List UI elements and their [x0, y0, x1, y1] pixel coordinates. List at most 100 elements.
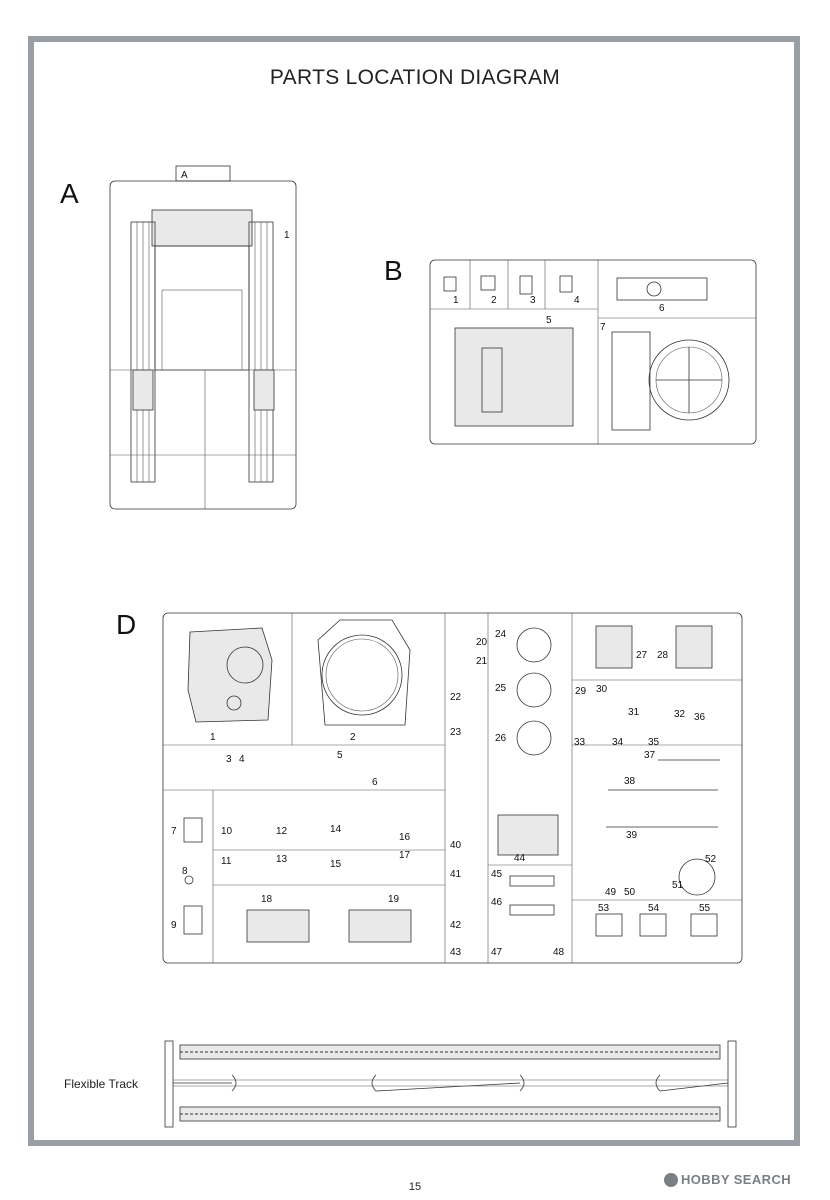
sprue-d-part-29: 29	[575, 686, 587, 697]
sprue-d-part-35: 35	[648, 737, 660, 748]
sprue-d-part-47: 47	[491, 947, 503, 958]
sprue-a-letter: A	[60, 178, 79, 209]
sprue-d-part-1: 1	[210, 732, 216, 743]
sprue-a: A 1	[109, 165, 297, 510]
sprue-d-part-28: 28	[657, 650, 669, 661]
sprue-d-part-8: 8	[182, 866, 188, 877]
sprue-a-floor-panel	[161, 289, 243, 371]
sprue-a-small-part-left	[132, 369, 154, 411]
sprue-d-part-54: 54	[648, 903, 660, 914]
sprue-b-part-3: 3	[530, 295, 536, 306]
sprue-d-part-42: 42	[450, 920, 462, 931]
sprue-b-part-5: 5	[546, 315, 552, 326]
sprue-a-small-part-right	[253, 369, 275, 411]
sprue-d-part-49: 49	[605, 887, 617, 898]
sprue-d-part-33: 33	[574, 737, 586, 748]
sprue-d-part-13: 13	[276, 854, 288, 865]
sprue-d-ring-25	[516, 672, 552, 708]
sprue-d-part-55: 55	[699, 903, 711, 914]
sprue-b-part-7: 7	[600, 322, 606, 333]
sprue-d-part-40: 40	[450, 840, 462, 851]
sprue-d-part-21: 21	[476, 656, 488, 667]
flexible-track-label: Flexible Track	[64, 1077, 139, 1091]
sprue-d-part-19-shape	[348, 909, 412, 943]
sprue-d: 1 2 3 4 5 6 7 8 9 10 11 12 13 14 15 16 1…	[162, 612, 743, 964]
sprue-d-part-36: 36	[694, 712, 706, 723]
watermark-text: HOBBY SEARCH	[681, 1172, 792, 1187]
sprue-d-ring-24	[516, 627, 552, 663]
sprue-d-part-45: 45	[491, 869, 503, 880]
sprue-b-part-7-shape	[611, 331, 651, 431]
sprue-d-part-16: 16	[399, 832, 411, 843]
sprue-d-part-44: 44	[514, 853, 526, 864]
sprue-d-part-26: 26	[495, 733, 507, 744]
sprue-d-part-27: 27	[636, 650, 648, 661]
sprue-d-part-44-shape	[497, 814, 559, 856]
sprue-b-part-3-shape	[519, 275, 533, 295]
sprue-d-letter: D	[116, 609, 137, 640]
sprue-d-part-3: 3	[226, 754, 232, 765]
sprue-d-frame	[162, 612, 743, 964]
page-title: PARTS LOCATION DIAGRAM	[269, 66, 561, 89]
sprue-d-part-34: 34	[612, 737, 624, 748]
sprue-d-part-30: 30	[596, 684, 608, 695]
sprue-d-part-14: 14	[330, 824, 342, 835]
sprue-a-tab-label: A	[181, 170, 188, 181]
sprue-d-part-11: 11	[221, 856, 232, 867]
sprue-b: 1 2 3 4 5 6 7	[429, 259, 757, 445]
sprue-d-part-17: 17	[399, 850, 411, 861]
sprue-b-part-6: 6	[659, 303, 665, 314]
sprue-d-part-9: 9	[171, 920, 177, 931]
watermark-logo: HOBBY SEARCH	[664, 1172, 791, 1187]
sprue-b-part-6-shape	[616, 277, 708, 301]
sprue-b-part-2: 2	[491, 295, 497, 306]
sprue-d-part-41: 41	[450, 869, 462, 880]
sprue-b-hatch-circle	[648, 339, 730, 421]
sprue-d-ring-26	[516, 720, 552, 756]
sprue-b-part-2-shape	[480, 275, 496, 291]
sprue-d-part-28-shape	[675, 625, 713, 669]
sprue-b-part-1: 1	[453, 295, 459, 306]
track-right-gate	[727, 1040, 737, 1128]
sprue-d-part-2: 2	[350, 732, 356, 743]
sprue-d-part-19: 19	[388, 894, 400, 905]
sprue-d-part-50: 50	[624, 887, 636, 898]
sprue-d-part-25: 25	[495, 683, 507, 694]
sprue-d-part-15: 15	[330, 859, 342, 870]
sprue-d-part-5: 5	[337, 750, 343, 761]
sprue-d-turret-roof	[317, 619, 411, 726]
sprue-d-part-52: 52	[705, 854, 717, 865]
sprue-d-part-18-shape	[246, 909, 310, 943]
sprue-b-part-4-shape	[559, 275, 573, 293]
sprue-a-hull-floor	[154, 245, 250, 371]
sprue-d-part-37: 37	[644, 750, 656, 761]
sprue-b-part-4: 4	[574, 295, 580, 306]
sprue-d-part-38: 38	[624, 776, 636, 787]
track-left-gate	[164, 1040, 174, 1128]
sprue-d-part-18: 18	[261, 894, 273, 905]
sprue-d-part-23: 23	[450, 727, 462, 738]
hobby-search-badge-icon	[664, 1172, 678, 1187]
sprue-a-part-1: 1	[284, 230, 290, 241]
sprue-d-part-32: 32	[674, 709, 686, 720]
sprue-d-part-24: 24	[495, 629, 507, 640]
sprue-d-part-6: 6	[372, 777, 378, 788]
sprue-d-part-27-shape	[595, 625, 633, 669]
sprue-a-tab	[175, 165, 231, 182]
sprue-d-part-12: 12	[276, 826, 288, 837]
sprue-d-part-20: 20	[476, 637, 488, 648]
sprue-b-part-1-shape	[443, 276, 457, 292]
sprue-d-part-4: 4	[239, 754, 245, 765]
sprue-b-frame	[429, 259, 757, 445]
flexible-track	[164, 1040, 737, 1128]
sprue-d-part-46: 46	[491, 897, 503, 908]
sprue-d-part-48: 48	[553, 947, 565, 958]
page-number: 15	[408, 1181, 422, 1193]
sprue-d-part-22: 22	[450, 692, 462, 703]
sprue-b-letter: B	[384, 255, 403, 286]
sprue-b-part-5-shape	[454, 327, 574, 427]
sprue-d-part-39: 39	[626, 830, 638, 841]
sprue-d-part-7: 7	[171, 826, 177, 837]
sprue-d-part-51: 51	[672, 880, 684, 891]
